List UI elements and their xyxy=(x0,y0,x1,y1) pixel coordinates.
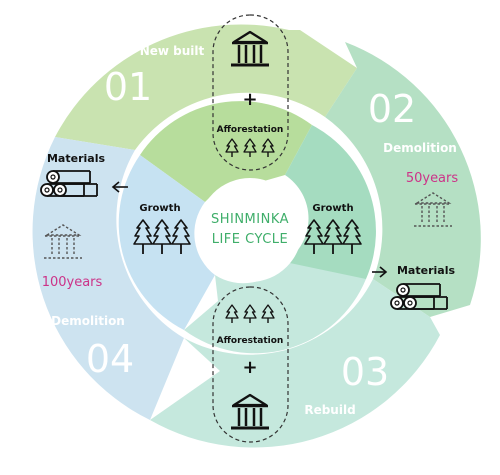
inner-blue-shape xyxy=(118,155,215,330)
arrow-icon xyxy=(372,266,388,278)
growth-label-right: Growth xyxy=(312,203,353,214)
segment-02-title: Demolition xyxy=(383,141,457,155)
materials-label-left: Materials xyxy=(47,152,105,165)
segment-01-number: 01 xyxy=(104,65,152,109)
afforestation-label-top: Afforestation xyxy=(217,125,284,135)
segment-04-title: Demolition xyxy=(51,314,125,328)
growth-label-left: Growth xyxy=(139,203,180,214)
arrow-icon xyxy=(111,181,128,193)
segment-01-title: New built xyxy=(140,44,205,58)
segment-02-shape xyxy=(325,42,481,317)
afforestation-label-bottom: Afforestation xyxy=(217,336,284,346)
segment-03-title: Rebuild xyxy=(304,403,355,417)
segment-04-years: 100years xyxy=(42,275,103,290)
segment-03-number: 03 xyxy=(341,350,389,394)
center-circle xyxy=(198,178,302,282)
plus-sign-bottom: + xyxy=(242,357,257,378)
segment-01-shape xyxy=(55,24,357,150)
plus-sign-top: + xyxy=(242,89,257,110)
center-title-line1: SHINMINKA xyxy=(211,212,289,227)
inner-lightteal-shape xyxy=(184,262,366,354)
center-title-line2: LIFE CYCLE xyxy=(212,232,289,247)
segment-04-shape xyxy=(32,137,184,420)
segment-03-shape xyxy=(150,279,440,448)
segment-04-number: 04 xyxy=(86,337,134,381)
top-capsule xyxy=(212,14,289,171)
inner-teal-shape xyxy=(285,125,376,289)
segment-02-years: 50years xyxy=(406,171,459,186)
materials-label-right: Materials xyxy=(397,264,455,277)
segment-02-number: 02 xyxy=(368,87,416,131)
bottom-capsule xyxy=(212,286,289,443)
